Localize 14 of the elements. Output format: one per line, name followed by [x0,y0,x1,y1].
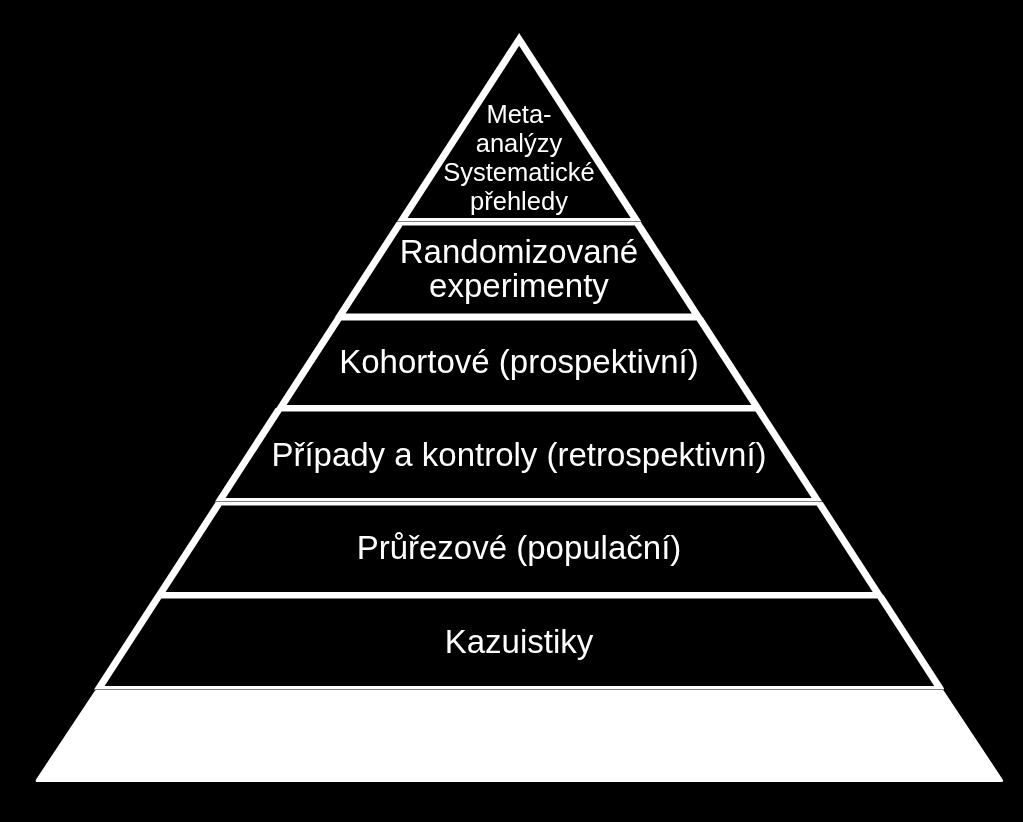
level-label: Kohortové (prospektivní) [339,344,699,381]
level-label: Systematické přehledy [442,157,596,216]
pyramid-level [276,316,762,408]
pyramid-level [154,501,884,595]
level-label: Randomizované experimenty [398,235,640,303]
pyramid-level [215,408,823,502]
pyramid-level [396,33,642,222]
pyramid-level [335,221,703,317]
level-label: Kazuistiky [444,624,594,661]
level-label: Případy a kontroly (retrospektivní) [271,436,767,473]
level-label: Meta-analýzy [474,99,564,158]
pyramid-base [33,689,1005,782]
pyramid-level [93,595,945,690]
level-label: Průřezové (populační) [356,530,682,567]
